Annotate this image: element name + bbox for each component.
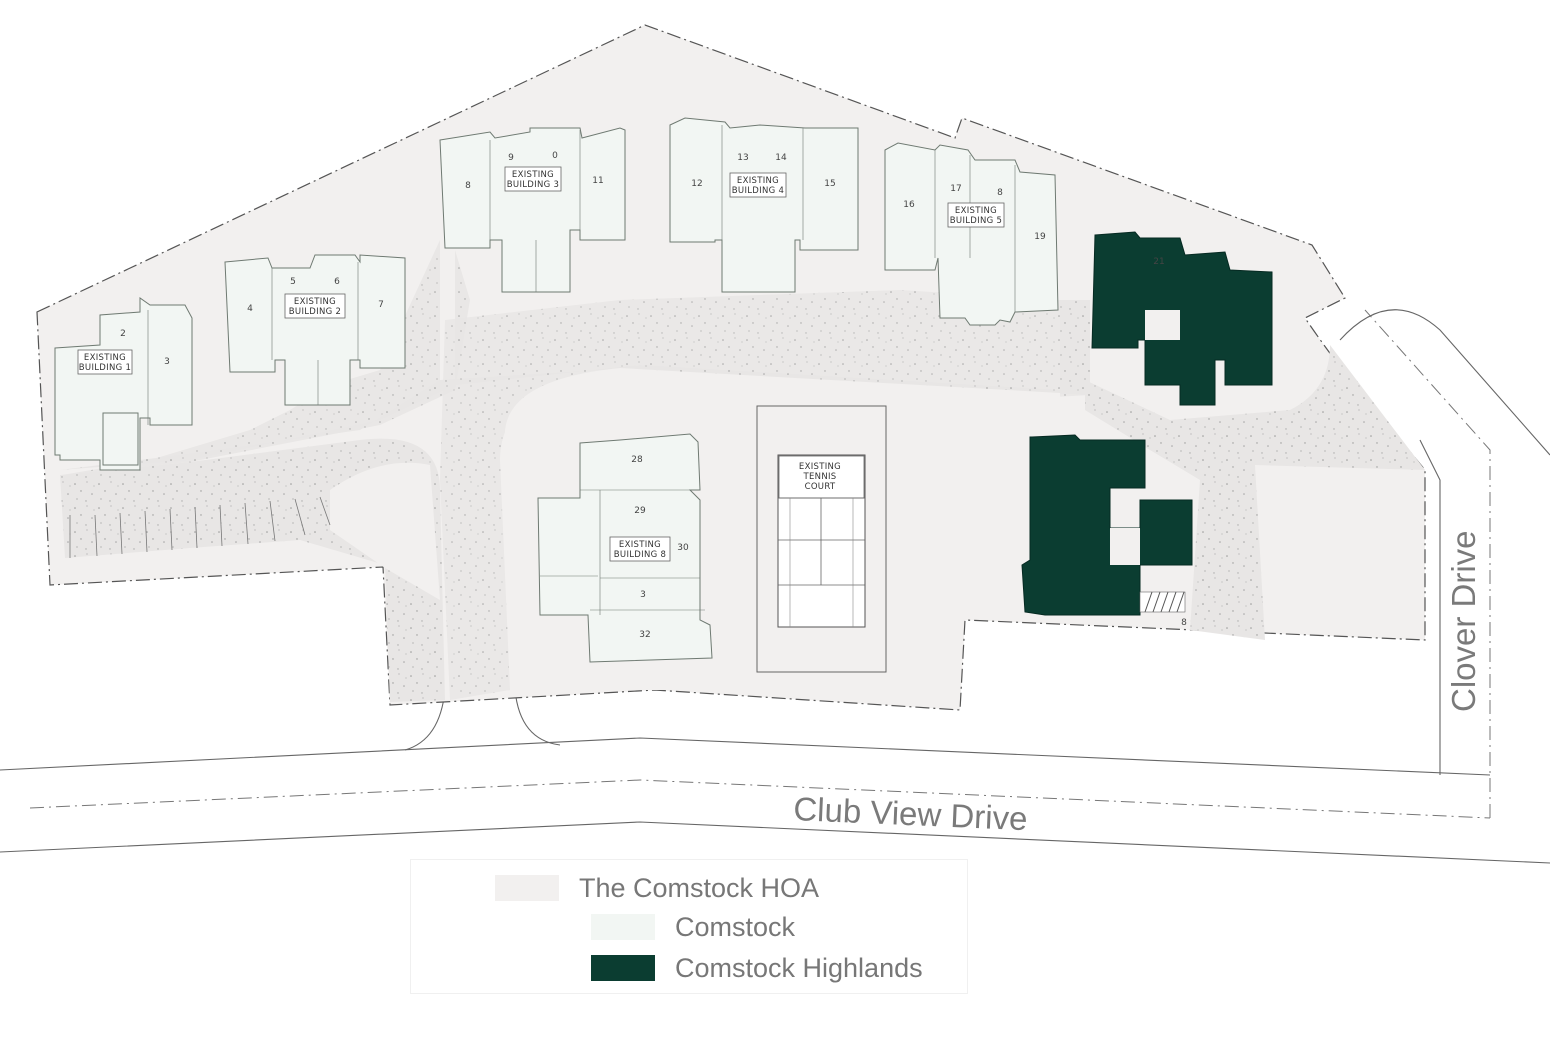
unit-numbers: 2 3 4 5 6 7 8 9 0 11 12 13 14 15 16 17 8… <box>120 151 1187 640</box>
highlands-building-south <box>1021 434 1193 616</box>
clover-drive-west-edge <box>1419 439 1441 775</box>
unit-2: 2 <box>120 329 126 339</box>
existing-building-2: EXISTING BUILDING 2 <box>224 254 406 406</box>
unit-32: 32 <box>639 630 650 640</box>
legend-item-highlands: Comstock Highlands <box>591 953 923 983</box>
unit-11: 11 <box>592 176 603 186</box>
unit-30: 30 <box>677 543 689 553</box>
unit-4: 4 <box>247 304 253 314</box>
existing-building-5: EXISTING BUILDING 5 <box>884 142 1059 326</box>
legend-label-hoa: The Comstock HOA <box>579 872 820 903</box>
building-1-label-line2: BUILDING 1 <box>79 363 131 373</box>
entry-drive-curve-east <box>514 689 561 746</box>
building-5-label-line2: BUILDING 5 <box>950 216 1002 226</box>
unit-31: 3 <box>640 590 646 600</box>
highlands-building-north <box>1091 231 1273 406</box>
parking-stalls <box>69 496 331 558</box>
clover-drive-label: Clover Drive <box>1445 530 1482 712</box>
unit-19: 19 <box>1034 232 1046 242</box>
tennis-court-label-line1: EXISTING <box>799 462 841 472</box>
unit-48: 8 <box>1181 618 1187 628</box>
legend-label-comstock: Comstock <box>675 911 796 942</box>
building-4-label-line2: BUILDING 4 <box>732 186 784 196</box>
club-view-drive-centerline <box>29 779 1491 819</box>
tennis-court-label-line3: COURT <box>805 482 836 492</box>
building-5-label-line1: EXISTING <box>955 206 997 216</box>
comstock-buildings: EXISTING BUILDING 1 EXISTING BUILDING 2 … <box>54 117 1059 663</box>
unit-5: 5 <box>290 277 296 287</box>
roads <box>0 309 1550 864</box>
map-legend: The Comstock HOA Comstock Comstock Highl… <box>410 859 968 994</box>
tennis-court: EXISTING TENNIS COURT <box>756 405 887 673</box>
unit-7: 7 <box>378 300 384 310</box>
unit-10: 0 <box>552 151 558 161</box>
comstock-highlands-buildings <box>1021 231 1273 616</box>
unit-13: 13 <box>737 153 748 163</box>
legend-swatch-hoa <box>495 875 559 901</box>
building-8-label-line1: EXISTING <box>619 540 661 550</box>
unit-15: 15 <box>824 179 835 189</box>
building-3-label-line1: EXISTING <box>512 170 554 180</box>
clover-drive-centerline <box>1364 309 1491 818</box>
unit-9: 9 <box>508 153 514 163</box>
unit-3: 3 <box>164 357 170 367</box>
unit-29: 29 <box>634 506 646 516</box>
clover-drive-east-edge <box>1339 309 1550 456</box>
existing-building-1: EXISTING BUILDING 1 <box>54 297 193 471</box>
legend-swatch-comstock <box>591 914 655 940</box>
building-1-label-line1: EXISTING <box>84 353 126 363</box>
unit-8a: 8 <box>465 181 471 191</box>
building-8-label-line2: BUILDING 8 <box>614 550 666 560</box>
building-2-label-line1: EXISTING <box>294 297 336 307</box>
existing-building-8: EXISTING BUILDING 8 <box>537 433 713 663</box>
building-3-label-line2: BUILDING 3 <box>507 180 559 190</box>
unit-18: 8 <box>997 188 1003 198</box>
legend-item-comstock: Comstock <box>591 912 795 942</box>
unit-21: 21 <box>1153 257 1164 267</box>
legend-item-hoa: The Comstock HOA <box>495 873 819 903</box>
club-view-drive-south-edge <box>0 821 1550 864</box>
legend-swatch-highlands <box>591 955 655 981</box>
tennis-court-label-line2: TENNIS <box>803 472 837 482</box>
legend-label-highlands: Comstock Highlands <box>675 952 923 983</box>
building-2-label-line2: BUILDING 2 <box>289 307 341 317</box>
unit-28: 28 <box>631 455 643 465</box>
existing-building-3: EXISTING BUILDING 3 <box>439 127 626 293</box>
building-4-label-line1: EXISTING <box>737 176 779 186</box>
unit-16: 16 <box>903 200 915 210</box>
club-view-drive-north-edge <box>0 737 1491 776</box>
existing-building-4: EXISTING BUILDING 4 <box>669 117 859 293</box>
unit-12: 12 <box>691 179 702 189</box>
unit-14: 14 <box>775 153 787 163</box>
unit-6: 6 <box>334 277 340 287</box>
unit-17: 17 <box>950 184 961 194</box>
